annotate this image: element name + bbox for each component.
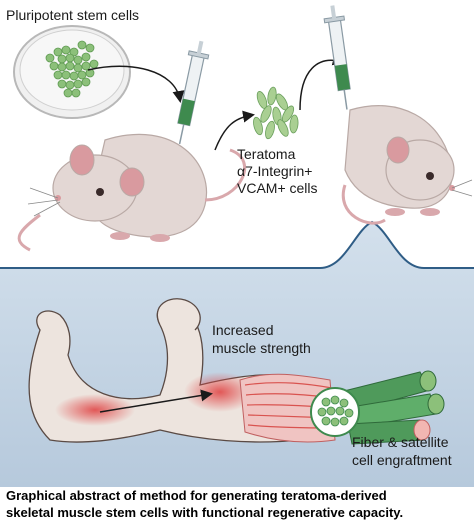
label-vcam-cells: VCAM+ cells	[237, 180, 318, 196]
label-teratoma: Teratoma	[237, 146, 296, 162]
muscle-cross-section	[310, 387, 360, 437]
label-fiber-satellite: Fiber & satellite	[352, 434, 449, 450]
syringe-1	[177, 40, 210, 145]
illustration	[0, 5, 474, 487]
label-increased: Increased	[212, 322, 274, 338]
label-cell-engraftment: cell engraftment	[352, 452, 452, 468]
green-fiber-tubes	[339, 370, 445, 445]
stem-cell-colony	[45, 40, 99, 98]
label-integrin: α7-Integrin+	[237, 163, 313, 179]
teratoma-cell-cluster	[253, 86, 299, 140]
petri-dish	[13, 25, 131, 119]
muscle-strength-highlight	[184, 372, 256, 412]
arrow-mouse-to-teratoma	[214, 110, 255, 151]
label-pluripotent-stem-cells: Pluripotent stem cells	[6, 7, 140, 23]
caption-line-2: skeletal muscle stem cells with function…	[6, 505, 404, 520]
arrow-injury-to-strength	[99, 389, 213, 413]
mouse-left	[17, 133, 247, 252]
caption-line-1: Graphical abstract of method for generat…	[6, 488, 387, 503]
arrow-dish-to-syringe	[87, 65, 185, 103]
mouse-right	[341, 105, 473, 225]
syringe-2	[323, 5, 351, 110]
label-muscle-strength: muscle strength	[212, 340, 311, 356]
muscle-injury-highlight	[55, 394, 135, 426]
figure-caption: Graphical abstract of method for generat…	[0, 487, 474, 525]
